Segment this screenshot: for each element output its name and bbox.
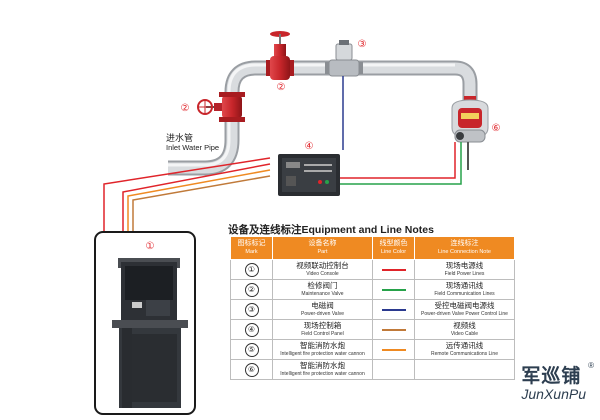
inlet-pipe-label: 进水管 Inlet Water Pipe — [166, 133, 219, 153]
callout-valve-left: ② — [181, 103, 190, 114]
line-color-swatch — [381, 268, 406, 271]
callout-control-box: ④ — [305, 141, 314, 152]
cell-mark: ④ — [230, 319, 273, 340]
field-control-panel — [278, 154, 340, 196]
brand-logo: 军巡铺 JunXunPu ® — [521, 361, 594, 402]
note-en: Field Power Lines — [444, 270, 485, 277]
cell-line-color — [372, 319, 415, 340]
cell-line-color — [372, 339, 415, 360]
cell-line-color — [372, 279, 415, 300]
mark-circle: ⑥ — [244, 362, 259, 377]
line-color-swatch — [381, 308, 406, 311]
line-color-swatch — [381, 328, 406, 331]
note-en: Field Communication Lines — [434, 290, 495, 297]
water-cannon — [451, 96, 489, 170]
inlet-pipe-label-cn: 进水管 — [166, 133, 194, 143]
note-en: Power-driven Valve Power Control Line — [421, 310, 508, 317]
part-en: Video Console — [306, 270, 339, 277]
maintenance-valve-top — [266, 31, 294, 80]
cell-line-color — [372, 259, 415, 280]
callout-cannon: ⑥ — [492, 123, 501, 134]
line-color-swatch — [381, 348, 406, 351]
note-cn: 受控电磁阀电源线 — [434, 300, 495, 310]
brand-name-en: JunXunPu — [521, 386, 586, 402]
note-cn: 现场通讯线 — [445, 280, 484, 290]
cell-mark: ③ — [230, 299, 273, 320]
mark-circle: ④ — [244, 322, 259, 337]
part-cn: 视频联动控制台 — [296, 260, 349, 270]
wire-bundle — [103, 76, 462, 238]
mark-circle: ① — [244, 262, 259, 277]
legend-title: 设备及连线标注Equipment and Line Notes — [228, 224, 434, 236]
note-en: Video Cable — [450, 330, 479, 337]
maintenance-valve-left — [197, 92, 245, 122]
cell-line-note — [414, 359, 515, 380]
part-en: Intelligent fire protection water cannon — [280, 350, 365, 357]
mark-circle: ② — [244, 282, 259, 297]
line-color-swatch — [381, 288, 406, 291]
cell-line-color — [372, 359, 415, 380]
part-en: Field Control Panel — [301, 330, 344, 337]
part-cn: 电磁阀 — [311, 300, 334, 310]
part-cn: 现场控制箱 — [303, 320, 342, 330]
note-cn: 视频线 — [453, 320, 476, 330]
cell-mark: ② — [230, 279, 273, 300]
callout-power-valve: ③ — [358, 39, 367, 50]
mark-circle: ⑤ — [244, 342, 259, 357]
cell-mark: ① — [230, 259, 273, 280]
inlet-pipe-label-en: Inlet Water Pipe — [166, 143, 220, 152]
note-cn: 现场电源线 — [445, 260, 484, 270]
callout-valve-top: ② — [277, 82, 286, 93]
mark-circle: ③ — [244, 302, 259, 317]
part-cn: 智能消防水炮 — [300, 340, 345, 350]
cell-mark: ⑤ — [230, 339, 273, 360]
cell-line-color — [372, 299, 415, 320]
brand-name-cn: 军巡铺 — [521, 366, 582, 387]
part-en: Power-driven Valve — [301, 310, 344, 317]
cell-mark: ⑥ — [230, 359, 273, 380]
part-cn: 检修阀门 — [307, 280, 338, 290]
note-en: Remote Communications Line — [431, 350, 498, 357]
registered-mark: ® — [588, 361, 594, 370]
callout-console: ① — [146, 241, 155, 252]
note-cn: 远传通讯线 — [445, 340, 484, 350]
video-console — [94, 231, 196, 415]
part-en: Maintenance Valve — [301, 290, 344, 297]
power-driven-valve — [325, 40, 363, 77]
part-cn: 智能消防水炮 — [300, 360, 345, 370]
part-en: Intelligent fire protection water cannon — [280, 370, 365, 377]
